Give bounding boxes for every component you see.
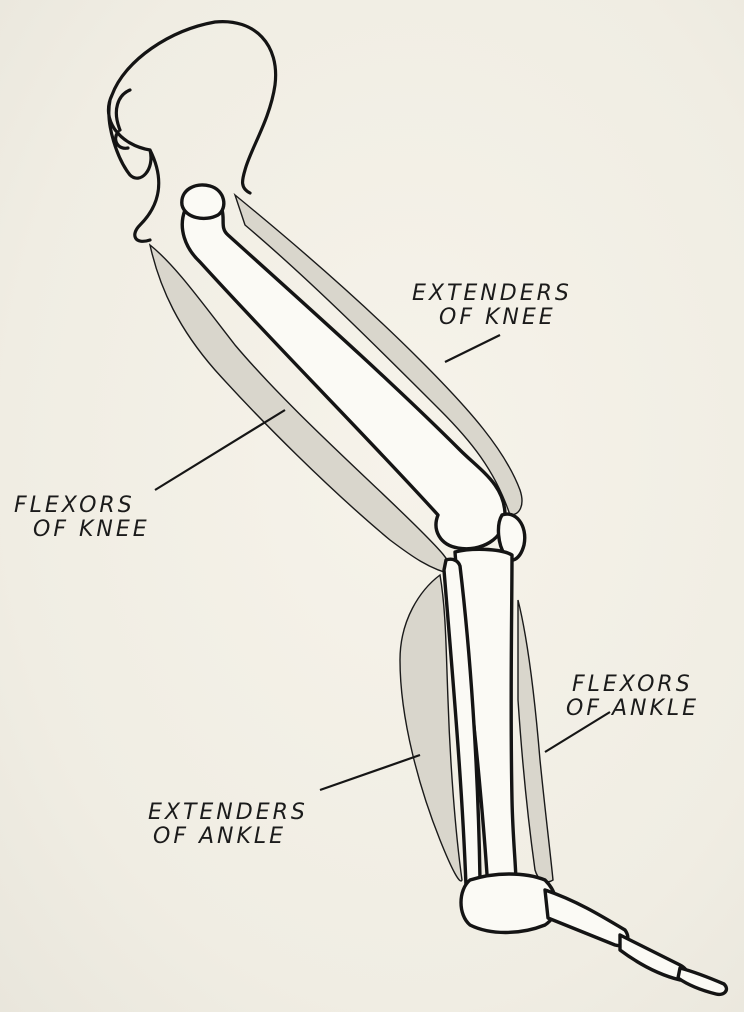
extenders-knee-line1: EXTENDERS bbox=[412, 282, 572, 306]
extenders-knee-line2: OF KNEE bbox=[412, 306, 572, 330]
flexors-of-ankle-muscle bbox=[518, 600, 553, 882]
extenders-ankle-line2: OF ANKLE bbox=[148, 825, 308, 849]
flexors-knee-line2: OF KNEE bbox=[14, 518, 150, 542]
femur-head bbox=[182, 185, 224, 218]
extenders-of-knee-label: EXTENDERS OF KNEE bbox=[412, 282, 572, 330]
flexors-ankle-line2: OF ANKLE bbox=[566, 697, 699, 721]
metatarsal-bones bbox=[545, 890, 628, 946]
extenders-ankle-line1: EXTENDERS bbox=[148, 801, 308, 825]
leader-flexors-knee bbox=[155, 410, 285, 490]
toe-tip-bone bbox=[678, 968, 726, 994]
flexors-of-knee-label: FLEXORS OF KNEE bbox=[14, 494, 150, 542]
flexors-knee-line1: FLEXORS bbox=[14, 494, 150, 518]
flexors-ankle-line1: FLEXORS bbox=[572, 673, 699, 697]
extenders-of-ankle-label: EXTENDERS OF ANKLE bbox=[148, 801, 308, 849]
flexors-of-ankle-label: FLEXORS OF ANKLE bbox=[572, 673, 699, 721]
leader-extenders-ankle bbox=[320, 755, 420, 790]
heel-bone bbox=[461, 874, 556, 933]
leader-extenders-knee bbox=[445, 335, 500, 362]
